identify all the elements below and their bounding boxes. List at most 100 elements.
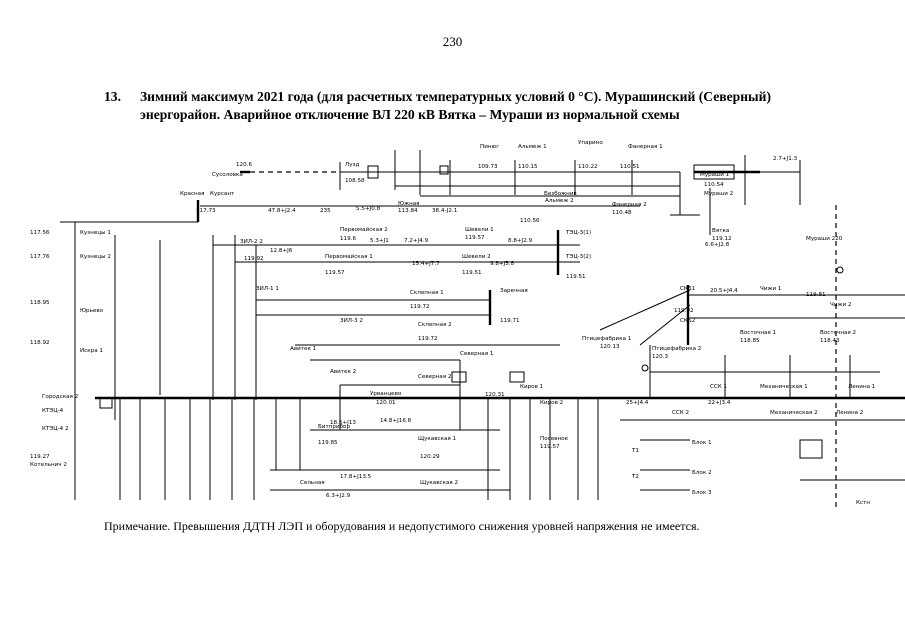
label-flow-h: 5.5+J0.8 bbox=[356, 206, 381, 212]
label-shevelev2-voltage: 119.51 bbox=[462, 270, 482, 276]
label-pervomayskaya2: Первомайская 2 bbox=[340, 226, 388, 233]
label-sysolovka: Сусоловка bbox=[212, 172, 243, 178]
label-block3: Блок 3 bbox=[692, 490, 712, 496]
label-block1: Блок 1 bbox=[692, 440, 712, 446]
label-sklepnaya2: Склепная 2 bbox=[418, 322, 452, 328]
label-almezh2-voltage: 110.56 bbox=[520, 218, 540, 224]
label-kursant-voltage: 117.73 bbox=[196, 208, 216, 214]
label-bitprobor-voltage: 119.85 bbox=[318, 440, 338, 446]
label-kotelnich: Котельнич 2 bbox=[30, 462, 67, 468]
label-murashi-flow: 2.7+J1.3 bbox=[773, 156, 798, 162]
label-fanernaya2-voltage: 110.48 bbox=[612, 210, 632, 216]
label-shevelev1-voltage: 119.57 bbox=[465, 235, 485, 241]
label-urvantsevo-voltage: 120.01 bbox=[376, 400, 396, 406]
label-flow-g: 38.4-J2.1 bbox=[432, 208, 458, 214]
label-flow-k: 17.8+J13.5 bbox=[340, 474, 372, 480]
label-luzda: Лузд bbox=[345, 162, 359, 168]
label-yuzhnaya: Южная bbox=[398, 201, 420, 207]
label-shevelev2: Шевели 2 bbox=[462, 254, 491, 260]
label-selnaya: Сельная bbox=[300, 480, 325, 486]
label-flow-a: 12.8+J6 bbox=[270, 248, 293, 254]
label-shchukovskaya-voltage: 120.29 bbox=[420, 454, 440, 460]
diagram-labels: Сусоловка 120.6 Лузд 108.58 Южная 113.84… bbox=[30, 140, 876, 506]
label-murashi1-voltage: 110.54 bbox=[704, 182, 724, 188]
label-zil1: ЗИЛ-1 1 bbox=[256, 286, 279, 292]
heading-line-1: Зимний максимум 2021 года (для расчетных… bbox=[140, 89, 772, 104]
label-gorodskaya: Городская 2 bbox=[42, 394, 78, 400]
label-lenina1: Ленина 1 bbox=[848, 384, 876, 390]
label-ssk2: ССК 2 bbox=[672, 410, 689, 416]
label-shchukovskaya: Щукавская 1 bbox=[418, 436, 457, 442]
label-flow-n: 22+J3.4 bbox=[708, 400, 731, 406]
label-iskra-voltage: 118.92 bbox=[30, 340, 50, 346]
label-kursant: Курсант bbox=[210, 191, 235, 197]
section-number: 13. bbox=[104, 89, 121, 104]
label-tec3-1: ТЭЦ-3(1) bbox=[565, 230, 591, 236]
label-krasnaya: Красная bbox=[180, 191, 204, 197]
label-shevelev1: Шевели 1 bbox=[465, 227, 494, 233]
label-block2: Блок 2 bbox=[692, 470, 712, 476]
label-severnaya1: Северная 1 bbox=[460, 351, 494, 357]
label-zil3: ЗИЛ-3 2 bbox=[340, 318, 363, 324]
label-chizhi2: Чижи 2 bbox=[830, 302, 851, 308]
heading-line-2: энергорайон. Аварийное отключение ВЛ 220… bbox=[140, 107, 680, 122]
label-sklepnaya1: Склепная 1 bbox=[410, 290, 444, 296]
label-murashi220: Мураши 220 bbox=[806, 236, 843, 242]
label-zil2-voltage: 119.92 bbox=[244, 256, 264, 262]
label-kuzhnets1-voltage: 117.56 bbox=[30, 230, 50, 236]
label-severnaya2: Северная 2 bbox=[418, 374, 451, 380]
label-ssk1: ССК 1 bbox=[710, 384, 728, 390]
line-ptitsefabrika2-skb2 bbox=[639, 304, 691, 346]
label-ptitsefabrika2-voltage: 120.3 bbox=[652, 354, 668, 360]
label-almezh2: Альмеж 2 bbox=[545, 198, 574, 204]
label-t1: Т1 bbox=[631, 448, 639, 454]
label-urvantsevo: Урванцево bbox=[370, 391, 402, 397]
label-zarechnaya-voltage: 119.71 bbox=[500, 318, 520, 324]
label-vyatka-flow: 6.6+J2.8 bbox=[705, 242, 730, 248]
label-kuzhnets1: Кузнецы 1 bbox=[80, 230, 111, 236]
page-number: 230 bbox=[442, 34, 463, 49]
substation-markers bbox=[99, 165, 844, 409]
label-flow-e: 9.8+J5.8 bbox=[490, 261, 515, 267]
label-flow-o: 20.5+J4.4 bbox=[710, 288, 738, 294]
label-shchukovskaya2: Щукавская 2 bbox=[420, 480, 458, 486]
label-kirov1: Киров 1 bbox=[520, 384, 544, 390]
label-uparino: Упарино bbox=[578, 140, 603, 146]
label-t2: Т2 bbox=[631, 474, 639, 480]
label-kstn: Кстн bbox=[856, 500, 870, 506]
label-murashi2: Мураши 2 bbox=[704, 191, 733, 197]
label-chizhi-voltage: 119.81 bbox=[806, 292, 826, 298]
label-fanernaya-voltage: 110.51 bbox=[620, 164, 640, 170]
footnote: Примечание. Превышения ДДТН ЛЭП и оборуд… bbox=[104, 519, 700, 533]
label-ktets4: КТЭЦ-4 bbox=[42, 408, 64, 414]
label-sysolovka-voltage: 120.6 bbox=[236, 162, 252, 168]
label-skb2: СКБ2 bbox=[680, 318, 695, 324]
label-sklepnaya1-voltage: 119.72 bbox=[410, 304, 430, 310]
label-lenina2: Ленина 2 bbox=[836, 410, 863, 416]
label-main-flow: 47.8+J2.4 bbox=[268, 208, 296, 214]
label-flow-f: 8.8+J2.9 bbox=[508, 238, 533, 244]
label-skb-voltage: 119.92 bbox=[674, 308, 694, 314]
kirov-feeders bbox=[119, 398, 599, 500]
label-flow-m: 25+J4.4 bbox=[626, 400, 649, 406]
label-iskra: Искра 1 bbox=[80, 348, 103, 354]
label-vostochnaya1-voltage: 118.85 bbox=[740, 338, 760, 344]
label-ptitsefabrika1-voltage: 120.13 bbox=[600, 344, 620, 350]
label-fanernaya2: Фанерная 2 bbox=[612, 202, 647, 208]
label-tec3-voltage: 119.51 bbox=[566, 274, 586, 280]
label-sklepnaya2-voltage: 119.72 bbox=[418, 336, 438, 342]
label-kotelnich-voltage: 119.27 bbox=[30, 454, 50, 460]
label-fanernaya: Фанерная 1 bbox=[628, 144, 663, 150]
label-flow-j: 14.8+J16.8 bbox=[380, 418, 412, 424]
label-yurevo-voltage: 118.95 bbox=[30, 300, 50, 306]
label-avitek2: Авитек 2 bbox=[330, 369, 356, 375]
kstn-box bbox=[799, 439, 823, 459]
label-kirov-voltage: 120.31 bbox=[485, 392, 505, 398]
label-ptitsefabrika1: Птицефабрика 1 bbox=[582, 336, 632, 342]
label-line-235: 235 bbox=[320, 208, 331, 214]
label-pinyug-voltage: 109.73 bbox=[478, 164, 498, 170]
label-uparino-voltage: 110.22 bbox=[578, 164, 598, 170]
label-ptitsefabrika2: Птицефабрика 2 bbox=[652, 346, 701, 352]
label-vostochnaya2-voltage: 118.43 bbox=[820, 338, 840, 344]
label-mekhanicheskaya1: Механическая 1 bbox=[760, 384, 808, 390]
